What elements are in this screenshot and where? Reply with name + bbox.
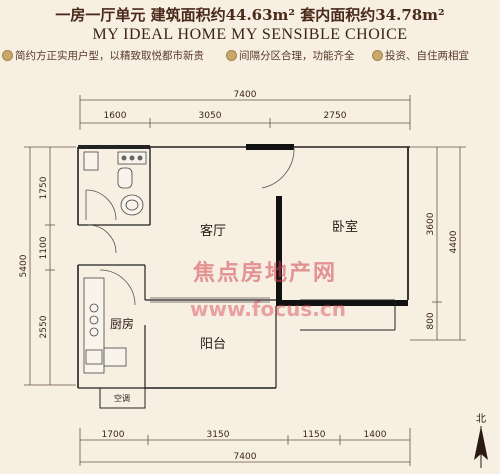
north-compass-icon: 北 xyxy=(474,413,488,468)
bottom-total-dimension: 7400 xyxy=(234,452,257,462)
shower-icon xyxy=(83,151,99,171)
dimension-label: 2750 xyxy=(324,111,347,121)
kitchen-fixtures xyxy=(83,277,127,374)
watermark-text: 焦点房地产网 xyxy=(192,260,337,286)
dimension-label: 1750 xyxy=(39,176,49,199)
fridge-icon xyxy=(103,347,127,367)
feature-list: 简约方正实用户型，以精致取悦都市新贵 间隔分区合理，功能齐全 投资、自住两相宜 xyxy=(0,48,500,66)
door-swing xyxy=(85,146,295,306)
top-total-dimension: 7400 xyxy=(234,90,257,100)
feature-item: 简约方正实用户型，以精致取悦都市新贵 xyxy=(2,48,204,63)
dimension-label: 3150 xyxy=(207,430,230,440)
dimension-label: 1150 xyxy=(303,430,326,440)
room-label-ac: 空调 xyxy=(114,393,130,403)
dimension-label: 1100 xyxy=(39,236,49,259)
compass-label: 北 xyxy=(476,413,486,425)
watermark-url: www.focus.cn xyxy=(190,297,346,321)
dimension-label: 800 xyxy=(426,312,436,329)
stove-burner-icon xyxy=(89,327,99,337)
feature-item: 间隔分区合理，功能齐全 xyxy=(226,48,355,63)
bullet-icon xyxy=(226,50,237,61)
slogan: MY IDEAL HOME MY SENSIBLE CHOICE xyxy=(92,26,408,43)
bottom-dimension-lines xyxy=(79,428,411,466)
page-title: 一房一厅单元 建筑面积约44.63m² 套内面积约34.78m² xyxy=(55,6,445,24)
toilet-icon xyxy=(117,167,133,189)
dimension-label: 2550 xyxy=(39,315,49,338)
left-dimension-lines xyxy=(24,146,76,386)
room-label-living: 客厅 xyxy=(200,223,226,239)
top-dimension-lines xyxy=(79,95,411,130)
dimension-label: 1400 xyxy=(364,430,387,440)
right-total-dimension: 4400 xyxy=(449,230,459,253)
kitchen-sink-icon xyxy=(85,349,103,365)
bathroom-fixtures xyxy=(83,151,147,216)
kitchen-counter xyxy=(83,277,105,374)
feature-item: 投资、自住两相宜 xyxy=(372,48,469,63)
bullet-icon xyxy=(2,50,13,61)
walls xyxy=(77,144,410,409)
stove-burner-icon xyxy=(89,303,99,313)
dimension-label: 1600 xyxy=(104,111,127,121)
dimension-label: 1700 xyxy=(102,430,125,440)
dimension-label: 3050 xyxy=(199,111,222,121)
right-dimension-lines xyxy=(410,146,466,341)
bullet-icon xyxy=(372,50,383,61)
room-label-balcony: 阳台 xyxy=(200,337,226,352)
left-total-dimension: 5400 xyxy=(19,254,29,277)
sliding-door xyxy=(150,297,270,303)
dimension-label: 3600 xyxy=(426,212,436,235)
room-label-kitchen: 厨房 xyxy=(110,316,134,331)
room-label-bedroom: 卧室 xyxy=(332,219,358,235)
stove-burner-icon xyxy=(89,315,99,325)
